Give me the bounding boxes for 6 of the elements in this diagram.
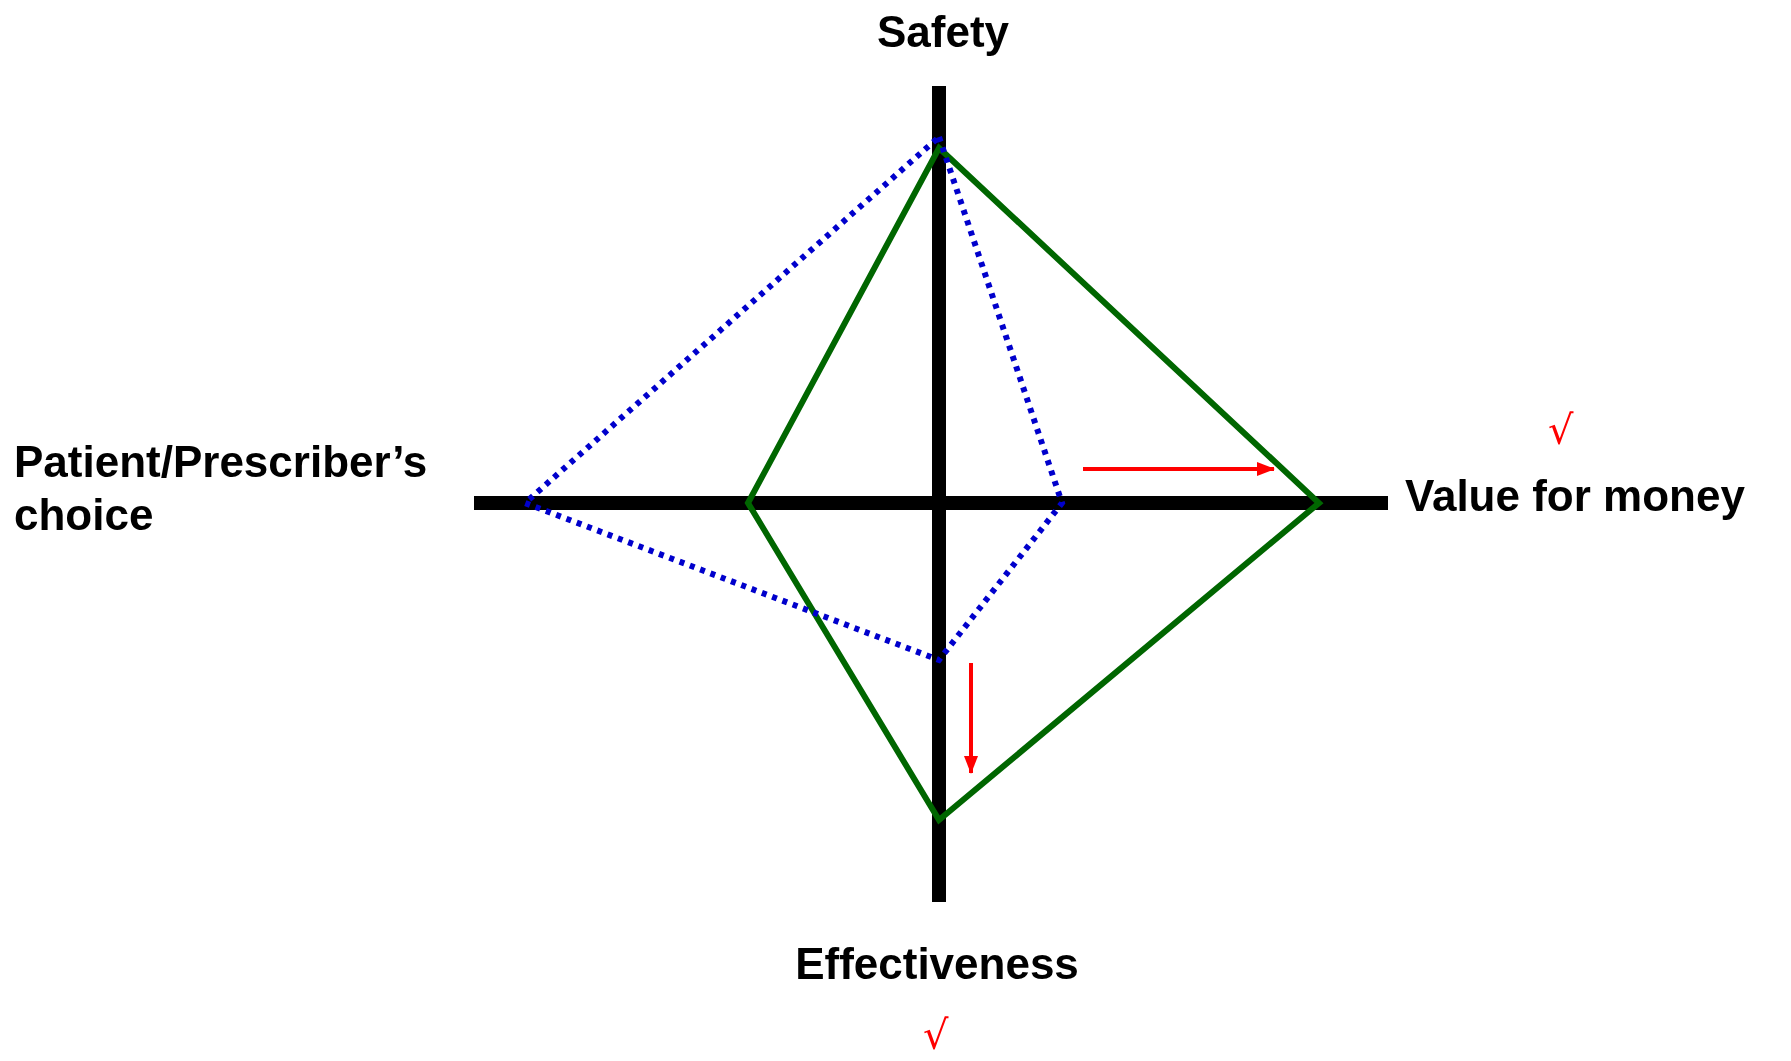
axis-label: Effectiveness [794,938,1080,990]
axis-label: Value for money [1405,470,1745,522]
check-mark: √ [923,1015,949,1055]
check-mark: √ [1548,410,1574,450]
axis-label: Safety [875,6,1011,58]
axis-label: Patient/Prescriber’s choice [14,436,429,541]
